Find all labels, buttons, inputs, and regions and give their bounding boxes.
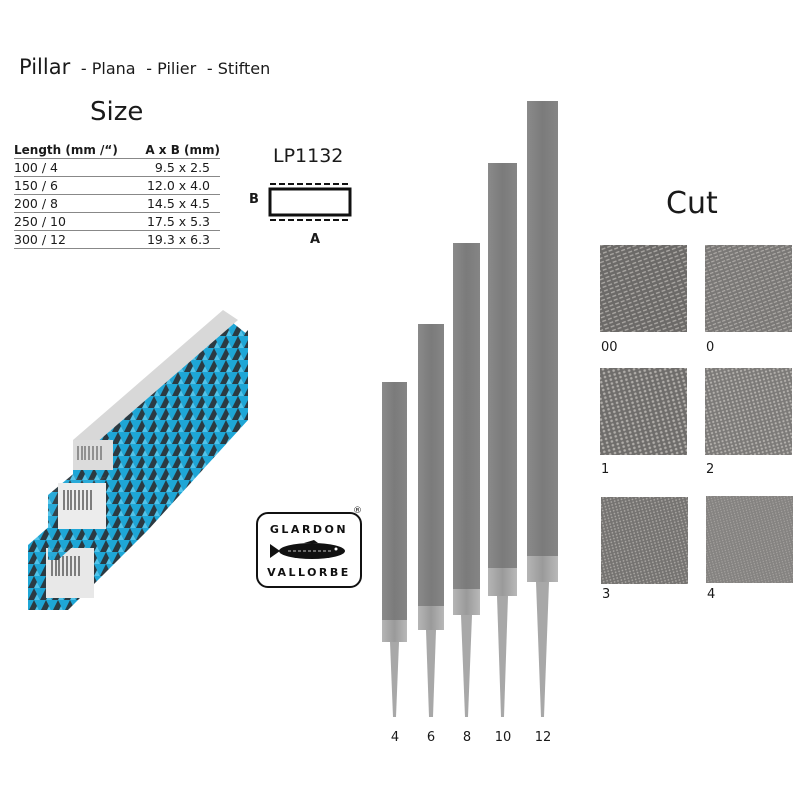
table-row: 150 / 6 12.0 x 4.0 bbox=[14, 176, 220, 195]
cut-label: 2 bbox=[706, 462, 715, 477]
file-blade-8 bbox=[453, 243, 480, 589]
product-title: Pillar - Plana - Pilier - Stiften bbox=[19, 55, 270, 79]
table-header-row: Length (mm /“) A x B (mm) bbox=[14, 143, 220, 159]
cut-swatch-1 bbox=[600, 368, 687, 455]
product-boxes-image bbox=[28, 310, 248, 610]
cut-label: 4 bbox=[707, 587, 716, 602]
size-table: Length (mm /“) A x B (mm) 100 / 4 9.5 x … bbox=[14, 143, 220, 249]
file-tang-12 bbox=[536, 582, 549, 717]
cell-dimensions: 9.5 x 2.5 bbox=[133, 158, 220, 177]
cut-label: 1 bbox=[601, 462, 610, 477]
file-blade-10 bbox=[488, 163, 517, 568]
file-shoulder-8 bbox=[453, 589, 480, 615]
logo-bottom-text: VALLORBE bbox=[267, 566, 351, 579]
column-header-length: Length (mm /“) bbox=[14, 143, 134, 159]
cut-swatch-00 bbox=[600, 245, 687, 332]
translation-de: - Stiften bbox=[206, 59, 271, 78]
cell-length: 250 / 10 bbox=[14, 212, 134, 231]
cell-length: 100 / 4 bbox=[14, 158, 134, 177]
cut-label: 3 bbox=[602, 587, 611, 602]
table-row: 100 / 4 9.5 x 2.5 bbox=[14, 158, 220, 177]
cell-length: 150 / 6 bbox=[14, 176, 134, 195]
cut-swatch-4 bbox=[706, 496, 793, 583]
translation-fr: - Pilier bbox=[146, 59, 197, 78]
cut-swatch-3 bbox=[601, 497, 688, 584]
table-row: 250 / 10 17.5 x 5.3 bbox=[14, 212, 220, 231]
cross-section-icon bbox=[268, 183, 352, 221]
column-header-dimensions: A x B (mm) bbox=[133, 143, 220, 159]
cut-swatch-2 bbox=[705, 368, 792, 455]
registered-mark: ® bbox=[353, 506, 362, 516]
size-heading: Size bbox=[90, 97, 144, 127]
logo-top-text: GLARDON bbox=[269, 523, 349, 536]
glardon-vallorbe-logo: ® GLARDON VALLORBE bbox=[256, 506, 362, 588]
table-row: 300 / 12 19.3 x 6.3 bbox=[14, 230, 220, 249]
file-blade-4 bbox=[382, 382, 407, 620]
fish-icon bbox=[270, 540, 345, 559]
cell-length: 200 / 8 bbox=[14, 194, 134, 213]
file-tang-10 bbox=[497, 596, 508, 717]
profile-label-b: B bbox=[249, 192, 259, 207]
file-size-label: 4 bbox=[390, 730, 400, 745]
file-size-label: 6 bbox=[426, 730, 436, 745]
file-blade-6 bbox=[418, 324, 444, 606]
cut-swatch-0 bbox=[705, 245, 792, 332]
file-shoulder-12 bbox=[527, 556, 558, 582]
cell-dimensions: 12.0 x 4.0 bbox=[133, 176, 220, 195]
file-shoulder-6 bbox=[418, 606, 444, 630]
translation-es: - Plana bbox=[80, 59, 136, 78]
file-size-label: 10 bbox=[494, 730, 512, 745]
file-blade-12 bbox=[527, 101, 558, 556]
table-row: 200 / 8 14.5 x 4.5 bbox=[14, 194, 220, 213]
file-tang-4 bbox=[390, 642, 399, 717]
cut-label: 0 bbox=[706, 340, 715, 355]
cell-dimensions: 14.5 x 4.5 bbox=[133, 194, 220, 213]
profile-code: LP1132 bbox=[273, 145, 344, 167]
cell-length: 300 / 12 bbox=[14, 230, 134, 249]
file-size-label: 8 bbox=[462, 730, 472, 745]
product-name: Pillar bbox=[19, 55, 71, 79]
file-tang-6 bbox=[426, 630, 436, 717]
cut-label: 00 bbox=[601, 340, 618, 355]
file-shoulder-10 bbox=[488, 568, 517, 596]
file-size-label: 12 bbox=[534, 730, 552, 745]
cut-heading: Cut bbox=[666, 186, 718, 221]
file-shoulder-4 bbox=[382, 620, 407, 642]
cell-dimensions: 17.5 x 5.3 bbox=[133, 212, 220, 231]
cell-dimensions: 19.3 x 6.3 bbox=[133, 230, 220, 249]
file-tang-8 bbox=[461, 615, 472, 717]
profile-label-a: A bbox=[310, 232, 321, 247]
